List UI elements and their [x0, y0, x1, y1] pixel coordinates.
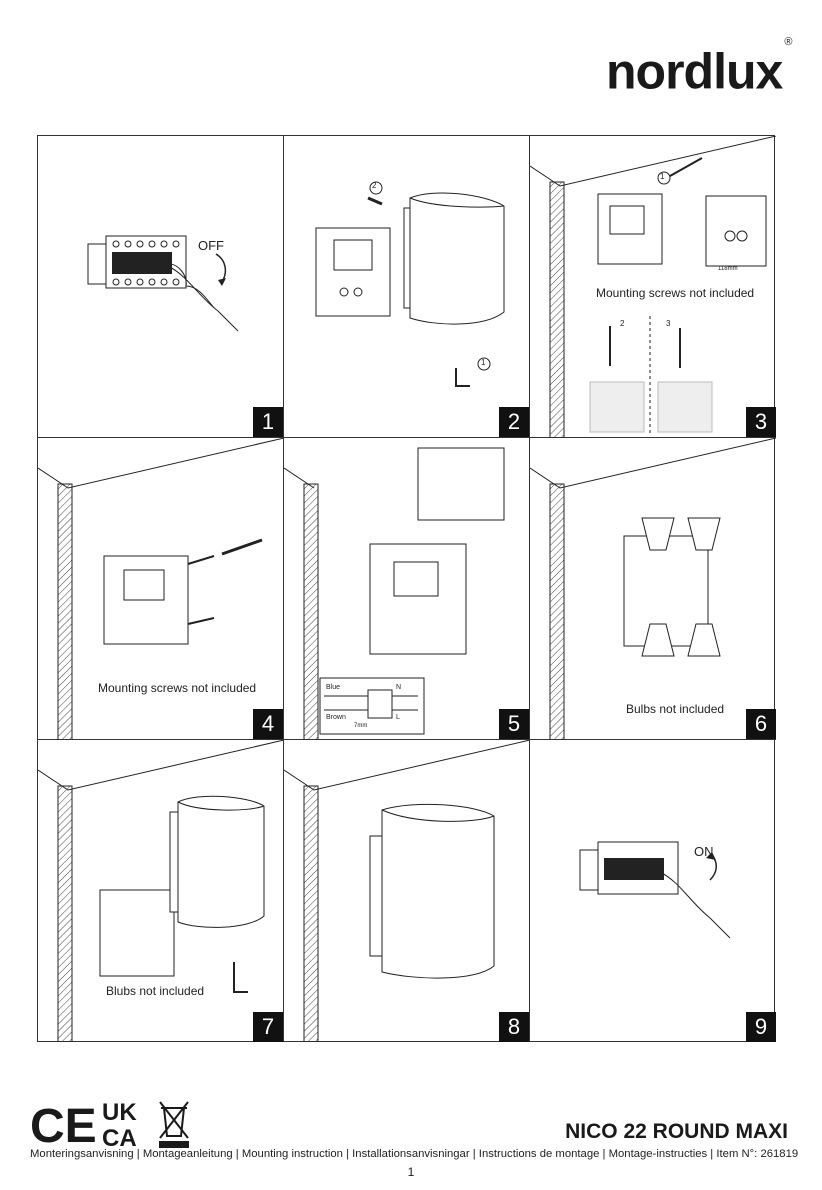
certification-marks: CE UK CA	[30, 1099, 189, 1150]
step-number: 7	[253, 1012, 283, 1042]
ukca-mark-top: UK	[102, 1099, 137, 1126]
step-panel-7: Blubs not included 7	[38, 740, 284, 1042]
callout-2: 2	[372, 181, 377, 190]
ukca-mark-bottom: CA	[102, 1125, 137, 1150]
step-panel-9: ON 9	[530, 740, 776, 1042]
step-number: 6	[746, 709, 776, 739]
screw-base-illustration	[38, 438, 283, 739]
step-panel-6: Bulbs not included 6	[530, 438, 776, 740]
breaker-off-illustration	[87, 235, 239, 332]
step-panel-1: OFF 1	[38, 136, 284, 438]
weee-bin-icon	[159, 1101, 189, 1148]
step-panel-5: Blue Brown N L 7mm 5	[284, 438, 530, 740]
step-caption: Bulbs not included	[626, 702, 725, 716]
strip-length-label: 7mm	[354, 723, 368, 729]
step-caption: Mounting screws not included	[98, 681, 257, 695]
step-number: 2	[499, 407, 529, 437]
step-caption: Mounting screws not included	[596, 286, 755, 300]
breaker-on-illustration	[579, 841, 731, 939]
ce-mark: CE	[30, 1100, 97, 1150]
callout-1: 1	[481, 358, 486, 367]
dimension-label: 118mm	[718, 266, 738, 272]
step-panel-3: 1 2 3 118mm Mounting screws not included…	[530, 136, 776, 438]
step-number: 4	[253, 709, 283, 739]
callout-2: 2	[620, 319, 625, 328]
step-number: 1	[253, 407, 283, 437]
neutral-label: N	[396, 684, 402, 691]
on-label: ON	[694, 844, 714, 859]
page-number: 1	[407, 1165, 415, 1179]
attach-cover-illustration	[38, 740, 283, 1042]
off-label: OFF	[198, 238, 224, 253]
mark-drill-illustration	[530, 136, 776, 437]
step-number: 5	[499, 709, 529, 739]
installed-lamp-illustration	[284, 740, 529, 1042]
step-number: 8	[499, 1012, 529, 1042]
live-label: L	[396, 714, 400, 721]
step-panel-8: 8	[284, 740, 530, 1042]
step-panel-2: 2 1 2	[284, 136, 530, 438]
step-number: 3	[746, 407, 776, 437]
languages-line: Monteringsanvisning | Montageanleitung |…	[30, 1148, 799, 1160]
remove-cover-illustration	[315, 181, 505, 387]
wiring-illustration	[284, 447, 505, 739]
step-number: 9	[746, 1012, 776, 1042]
step-panel-4: Mounting screws not included 4	[38, 438, 284, 740]
instruction-grid: OFF 1 2 1 2	[37, 135, 776, 1042]
wire-blue-label: Blue	[326, 684, 341, 691]
wire-brown-label: Brown	[326, 714, 346, 721]
brand-logo: nordlux®	[606, 36, 792, 102]
bulbs-illustration	[530, 438, 776, 739]
product-name: NICO 22 ROUND MAXI	[565, 1120, 788, 1143]
step-caption: Blubs not included	[106, 984, 205, 998]
callout-1: 1	[660, 172, 665, 181]
registered-mark: ®	[784, 36, 792, 48]
callout-3: 3	[666, 319, 671, 328]
brand-name: nordlux	[606, 43, 783, 100]
